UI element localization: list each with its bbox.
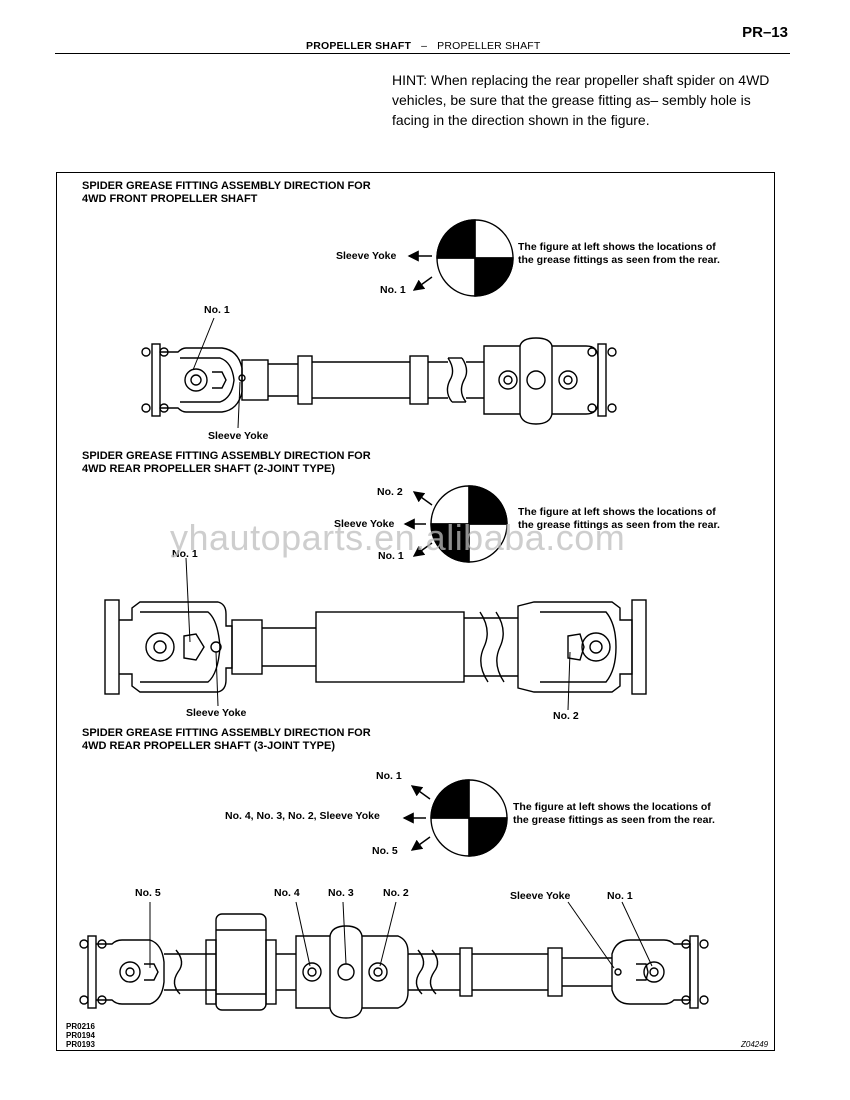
rear3-label-no1: No. 1 [376, 770, 402, 782]
rear3-callout-no5: No. 5 [135, 887, 161, 899]
front-heading-line1: SPIDER GREASE FITTING ASSEMBLY DIRECTION… [82, 180, 371, 192]
rear3-callout-no1: No. 1 [607, 890, 633, 902]
figure-code: PR0216 [66, 1022, 95, 1031]
rear3-callout-line-no1 [621, 901, 653, 967]
figure-codes: PR0216 PR0194 PR0193 [66, 1022, 95, 1049]
front-label-no1: No. 1 [380, 284, 406, 296]
header-rule [55, 53, 790, 54]
rear3-callout-line-no4 [295, 901, 311, 967]
rear2-label-no1: No. 1 [378, 550, 404, 562]
front-callout-sleeve-yoke: Sleeve Yoke [208, 430, 269, 442]
rear2-heading: SPIDER GREASE FITTING ASSEMBLY DIRECTION… [82, 450, 371, 476]
rear2-label-no2: No. 2 [377, 486, 403, 498]
rear3-label-no5: No. 5 [372, 845, 398, 857]
rear3-callout-sleeve-yoke: Sleeve Yoke [510, 890, 571, 902]
rear3-callout-no3: No. 3 [328, 887, 354, 899]
rear2-callout-line-left [185, 557, 191, 643]
rear2-callout-no2: No. 2 [553, 710, 579, 722]
page-number: PR–13 [742, 24, 788, 41]
rear2-quadrant-disc [430, 485, 508, 563]
rear3-heading-line1: SPIDER GREASE FITTING ASSEMBLY DIRECTION… [82, 727, 371, 739]
front-callout-line-bottom [237, 381, 241, 429]
rear3-callout-no4: No. 4 [274, 887, 300, 899]
rear3-callout-line-sleeve-yoke [567, 901, 615, 969]
figure-code: PR0194 [66, 1031, 95, 1040]
figure-code: PR0193 [66, 1040, 95, 1049]
rear3-label-joints-sleeve-yoke: No. 4, No. 3, No. 2, Sleeve Yoke [225, 810, 380, 822]
rear3-arrow-up [410, 785, 431, 800]
rear2-callout-line-bottom-left [215, 651, 219, 707]
rear3-shaft-drawing [79, 913, 709, 1019]
rear2-callout-sleeve-yoke: Sleeve Yoke [186, 707, 247, 719]
front-heading-line2: 4WD FRONT PROPELLER SHAFT [82, 193, 258, 205]
rear3-note: The figure at left shows the locations o… [513, 801, 715, 826]
rear2-callout-line-bottom-right [567, 651, 571, 711]
running-header: PROPELLER SHAFT–PROPELLER SHAFT [306, 40, 541, 52]
rear2-label-sleeve-yoke: Sleeve Yoke [334, 518, 395, 530]
rear2-arrow-down [412, 542, 433, 557]
watermark: yhautoparts.en.alibaba.com [170, 517, 626, 558]
rear3-callout-no2: No. 2 [383, 887, 409, 899]
header-subsection: PROPELLER SHAFT [437, 40, 541, 52]
figure-frame [56, 172, 775, 1051]
rear2-arrow-up [412, 491, 433, 506]
rear2-heading-line2: 4WD REAR PROPELLER SHAFT (2-JOINT TYPE) [82, 463, 336, 475]
rear3-arrow-down [410, 836, 431, 851]
figure-id: Z04249 [741, 1040, 769, 1049]
rear3-callout-line-no3 [342, 901, 347, 965]
rear3-heading: SPIDER GREASE FITTING ASSEMBLY DIRECTION… [82, 727, 371, 753]
front-arrow-down [412, 276, 433, 291]
rear3-quadrant-disc [430, 779, 508, 857]
front-shaft-drawing [141, 337, 617, 425]
rear3-heading-line2: 4WD REAR PROPELLER SHAFT (3-JOINT TYPE) [82, 740, 336, 752]
front-quadrant-disc [436, 219, 514, 297]
rear3-callout-line-no2 [379, 901, 397, 967]
header-section: PROPELLER SHAFT [306, 40, 412, 52]
rear2-callout-no1: No. 1 [172, 548, 198, 560]
hint-paragraph: HINT: When replacing the rear propeller … [392, 72, 770, 128]
front-label-sleeve-yoke: Sleeve Yoke [336, 250, 397, 262]
front-heading: SPIDER GREASE FITTING ASSEMBLY DIRECTION… [82, 180, 371, 206]
rear2-note: The figure at left shows the locations o… [518, 506, 720, 531]
rear2-shaft-drawing [104, 599, 647, 695]
rear2-heading-line1: SPIDER GREASE FITTING ASSEMBLY DIRECTION… [82, 450, 371, 462]
front-callout-no1: No. 1 [204, 304, 230, 316]
header-separator: – [421, 40, 428, 52]
front-note: The figure at left shows the locations o… [518, 241, 720, 266]
front-callout-line-top [192, 317, 215, 371]
